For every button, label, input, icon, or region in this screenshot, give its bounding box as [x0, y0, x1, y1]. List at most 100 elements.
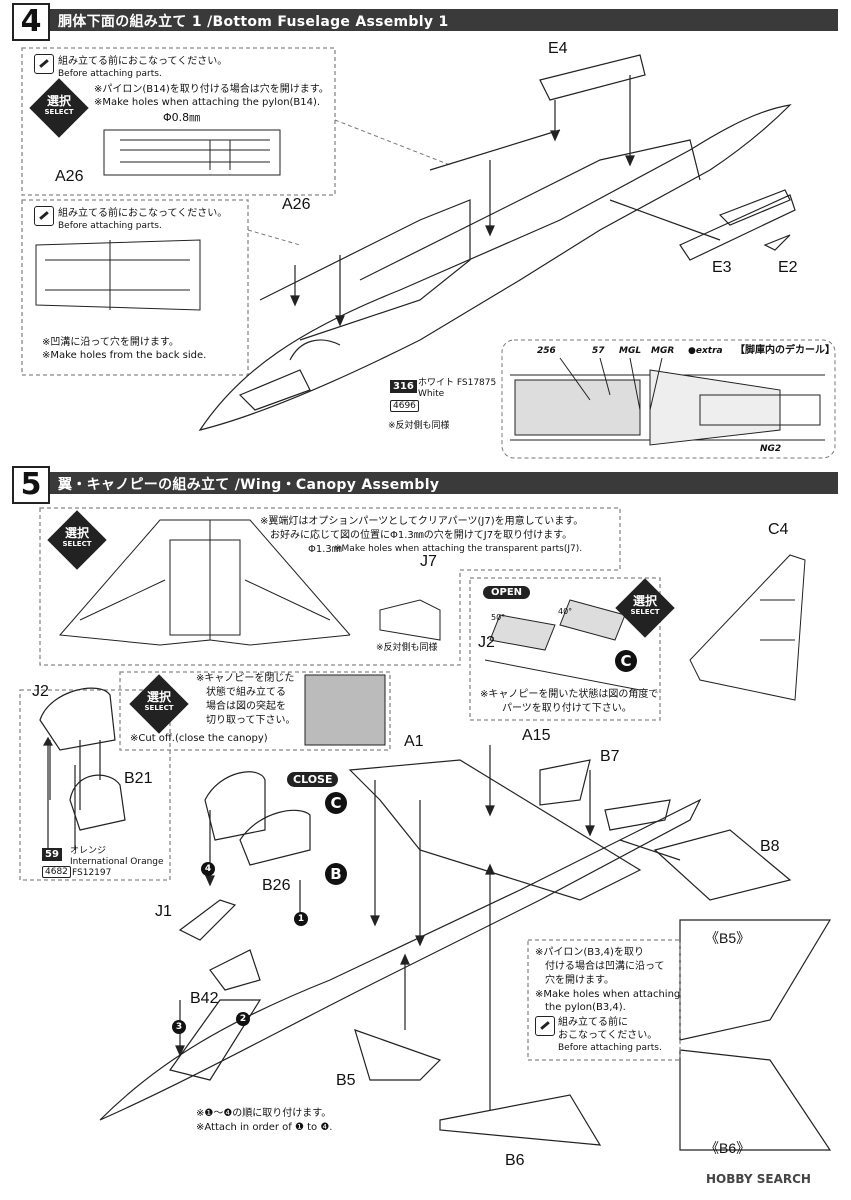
paint-en-59: International Orange	[70, 857, 164, 867]
part-label-a26-callout: A26	[55, 168, 84, 185]
step4-c1-line1-en: Before attaching parts.	[58, 69, 162, 79]
part-label-b7: B7	[600, 748, 620, 765]
select-en: SELECT	[144, 704, 174, 712]
decal-extra: ●extra	[688, 346, 723, 356]
step4-title: 胴体下面の組み立て 1 /Bottom Fuselage Assembly 1	[58, 14, 449, 30]
part-label-b8: B8	[760, 838, 780, 855]
cut-line5: ※Cut off.(close the canopy)	[130, 733, 268, 744]
step4-number: 4	[12, 3, 50, 41]
part-label-j7: J7	[420, 553, 437, 570]
paint-code-59: 59	[42, 848, 62, 861]
step5-header: 5 翼・キャノピーの組み立て /Wing・Canopy Assembly	[12, 466, 838, 504]
select-jp: 選択	[64, 526, 89, 540]
pylon-line1: ※パイロン(B3,4)を取り	[535, 947, 644, 958]
decal-title: 【脚庫内のデカール】	[735, 345, 835, 356]
select-letter-c-open: C	[615, 650, 637, 672]
order-1: 1	[294, 912, 308, 926]
pylon-line8: Before attaching parts.	[558, 1043, 662, 1053]
step4-c2-line1-en: Before attaching parts.	[58, 221, 162, 231]
pylon-line2: 付ける場合は凹溝に沿って	[545, 961, 665, 972]
cut-line1: ※キャノピーを閉じた	[196, 673, 295, 684]
order-note-jp: ※❶～❹の順に取り付けます。	[196, 1108, 332, 1119]
step4-c2-line2-jp: ※凹溝に沿って穴を開けます。	[42, 337, 179, 348]
close-tag: CLOSE	[287, 772, 339, 787]
letter-c-close: C	[325, 792, 347, 814]
step5-other-side-note: ※反対側も同様	[376, 643, 438, 653]
decal-256: 256	[537, 346, 556, 356]
select-jp: 選択	[146, 690, 171, 704]
select-en: SELECT	[62, 540, 92, 548]
watermark: HOBBY SEARCH	[706, 1172, 811, 1186]
paint-code-316: 316	[390, 380, 417, 393]
step5-number: 5	[12, 466, 50, 504]
pylon-line3: 穴を開けます。	[545, 975, 614, 986]
letter-b: B	[325, 863, 347, 885]
angle-40: 40°	[558, 607, 573, 616]
pylon-line7: おこなってください。	[558, 1030, 658, 1041]
pylon-line6: 組み立てる前に	[558, 1017, 628, 1028]
pylon-line4: ※Make holes when attaching	[535, 989, 681, 1000]
part-label-e4: E4	[548, 40, 568, 57]
part-label-e3: E3	[712, 259, 732, 276]
step5-c1-line2: お好みに応じて図の位置にΦ1.3㎜の穴を開けてJ7を取り付けます。	[270, 530, 573, 541]
paint-alt-4682: 4682	[42, 866, 71, 878]
step5-c1-line1: ※翼端灯はオプションパーツとしてクリアパーツ(J7)を用意しています。	[260, 516, 584, 527]
part-label-j1: J1	[155, 903, 172, 920]
part-label-b21: B21	[124, 770, 153, 787]
open-tag: OPEN	[483, 586, 531, 599]
pylon-line5: the pylon(B3,4).	[545, 1002, 626, 1013]
order-4: 4	[201, 862, 215, 876]
part-label-b26: B26	[262, 877, 291, 894]
part-label-j2-open: J2	[478, 634, 495, 651]
b6-detail-label: 《B6》	[705, 1140, 751, 1156]
step5-c1-line3: ※Make holes when attaching the transpare…	[334, 544, 583, 554]
part-label-b42: B42	[190, 990, 219, 1007]
paint-fs-59: FS12197	[72, 868, 112, 878]
step4-c2-line2-en: ※Make holes from the back side.	[42, 350, 207, 361]
step4-c1-line2-jp: ※パイロン(B14)を取り付ける場合は穴を開けます。	[94, 84, 329, 95]
paint-jp-59: オレンジ	[70, 846, 107, 856]
step4-other-side-note: ※反対側も同様	[388, 421, 450, 431]
part-label-a26: A26	[282, 196, 311, 213]
cut-line3: 場合は図の突起を	[206, 701, 286, 712]
cut-line2: 状態で組み立てる	[206, 687, 286, 698]
decal-57: 57	[592, 346, 605, 356]
open-line1: ※キャノピーを開いた状態は図の角度で	[480, 689, 659, 700]
angle-50: 50°	[491, 613, 506, 622]
wrench-icon	[34, 54, 54, 74]
wrench-icon	[535, 1016, 555, 1036]
step4-drill-size: Φ0.8㎜	[163, 111, 201, 124]
wrench-icon	[34, 206, 54, 226]
cut-line4: 切り取って下さい。	[206, 715, 296, 726]
step4-header: 4 胴体下面の組み立て 1 /Bottom Fuselage Assembly …	[12, 3, 838, 41]
part-label-a1: A1	[404, 733, 424, 750]
order-2: 2	[236, 1012, 250, 1026]
order-note-en: ※Attach in order of ❶ to ❹.	[196, 1122, 333, 1133]
step4-c1-line2-en: ※Make holes when attaching the pylon(B14…	[94, 97, 321, 108]
paint-alt-4696: 4696	[390, 400, 419, 412]
part-label-b6: B6	[505, 1152, 525, 1169]
paint-en-316: White	[418, 389, 445, 399]
part-label-e2: E2	[778, 259, 798, 276]
decal-mgl: MGL	[619, 346, 642, 356]
select-jp: 選択	[632, 594, 657, 608]
part-label-b5: B5	[336, 1072, 356, 1089]
part-label-j2: J2	[32, 683, 49, 700]
select-en: SELECT	[630, 608, 660, 616]
step4-c2-line1-jp: 組み立てる前におこなってください。	[58, 208, 228, 219]
part-label-c4: C4	[768, 521, 789, 538]
part-label-a15: A15	[522, 727, 551, 744]
order-3: 3	[172, 1020, 186, 1034]
b5-detail-label: 《B5》	[705, 930, 751, 946]
step5-title: 翼・キャノピーの組み立て /Wing・Canopy Assembly	[58, 477, 440, 493]
step5-drill-size: Φ1.3㎜	[308, 544, 342, 555]
paint-jp-316: ホワイト FS17875	[418, 378, 497, 388]
step4-c1-line1-jp: 組み立てる前におこなってください。	[58, 56, 228, 67]
open-line2: パーツを取り付けて下さい。	[502, 703, 632, 714]
decal-mgr: MGR	[651, 346, 675, 356]
